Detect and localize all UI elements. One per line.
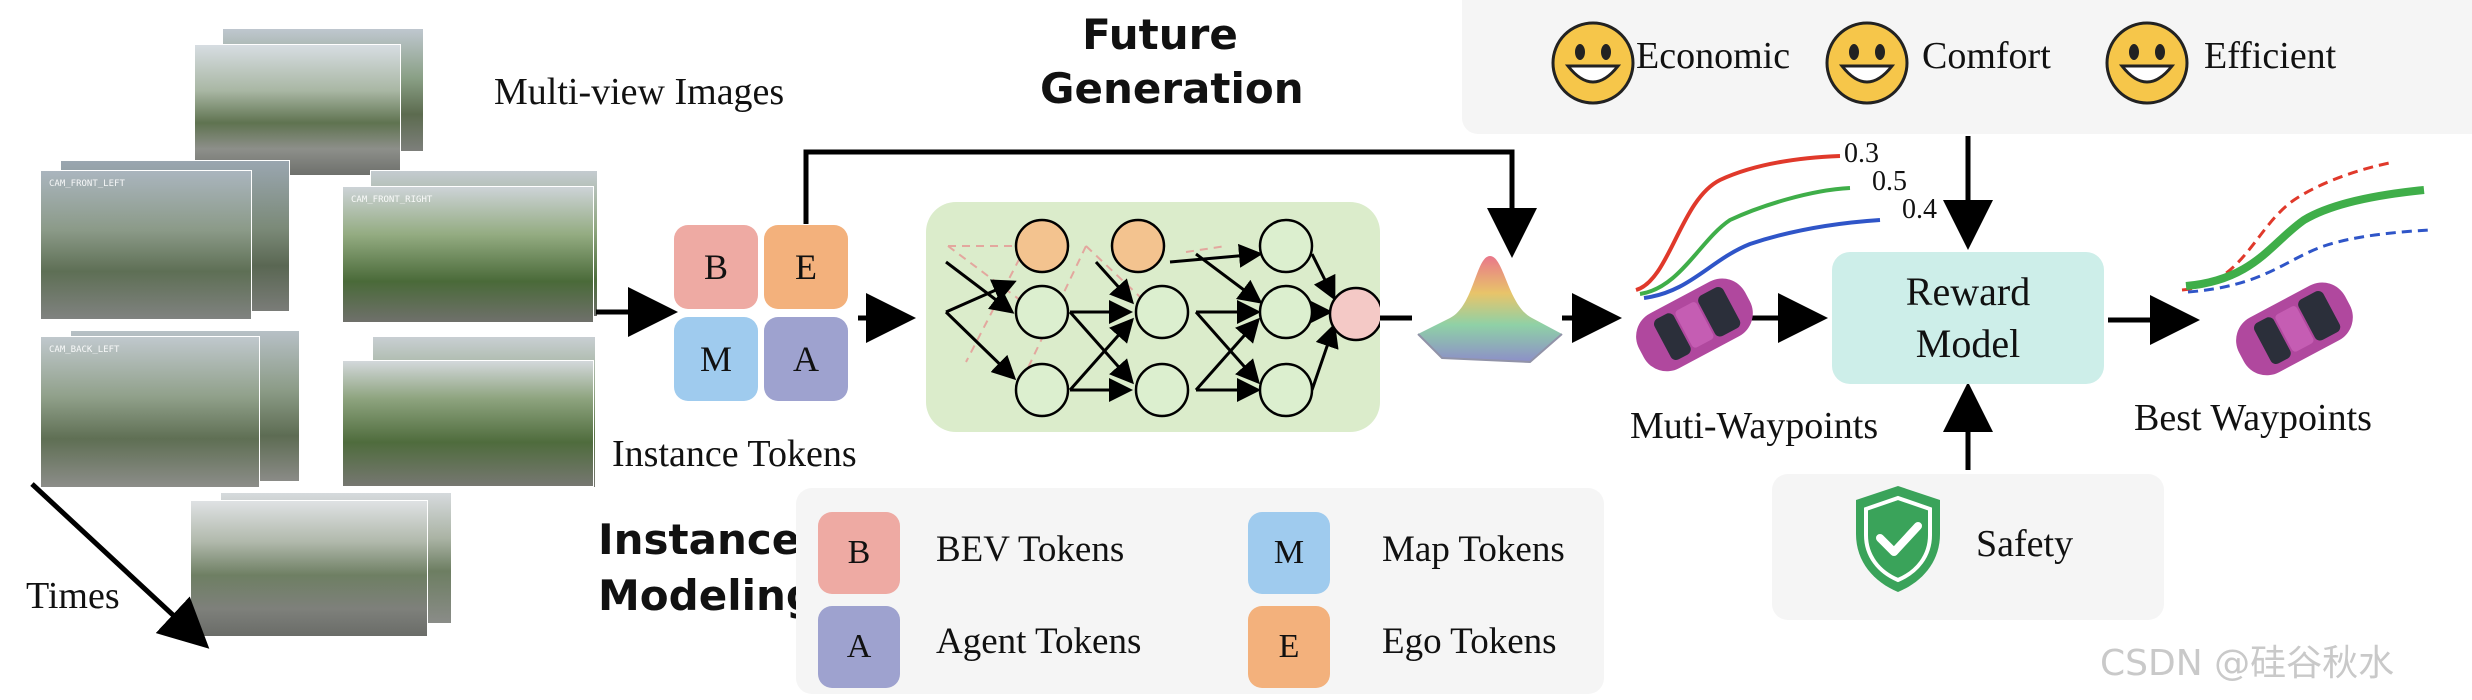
criterion-economic: Economic [1550,20,1790,111]
instance-modeling-title: Instance Modeling [598,512,816,624]
car-icon [2236,282,2353,376]
trajectory-score: 0.4 [1902,194,1937,225]
trajectory-score: 0.3 [1844,140,1879,169]
camera-image-back-right [342,360,594,487]
multi-waypoints-label: Muti-Waypoints [1630,405,1879,447]
token-m: M [674,317,758,401]
legend-letter: E [1278,628,1300,665]
distribution-surface-icon [1417,256,1563,364]
solid-links [944,243,1339,402]
reward-model-line1: Reward [1905,269,2031,314]
instance-modeling-line2: Modeling [598,571,816,620]
legend-label-bev: BEV Tokens [936,529,1125,570]
legend-token-m: M [1248,512,1330,594]
token-b: B [674,225,758,309]
criterion-label: Economic [1636,35,1791,77]
legend-panel [796,488,1604,694]
legend-token-b: B [818,512,900,594]
multi-view-images-title: Multi-view Images [494,71,785,113]
legend-label-agent: Agent Tokens [936,621,1142,662]
camera-image-back-left: CAM_BACK_LEFT [40,336,260,488]
neural-network-diagram [944,218,1380,418]
token-letter: E [795,247,817,287]
reward-model-box: Reward Model [1832,252,2104,384]
smiley-icon [2105,21,2189,105]
best-waypoints-trajectories [2181,160,2431,376]
future-generation-line2: Generation [1040,64,1304,113]
legend-letter: A [846,628,872,665]
camera-image-front [194,44,401,176]
camera-label: CAM_FRONT_LEFT [49,179,125,189]
token-letter: A [793,339,819,379]
future-generation-arrow [803,149,1537,258]
camera-label: CAM_BACK_LEFT [49,345,120,355]
future-generation-title: Future Generation [1040,8,1304,116]
best-waypoints-label: Best Waypoints [2134,397,2372,439]
criterion-label: Efficient [2204,35,2337,77]
camera-image-back [190,500,428,637]
legend-letter: M [1273,534,1305,571]
legend-letter: B [847,534,871,571]
camera-label: CAM_FRONT_RIGHT [351,195,433,205]
times-label: Times [26,575,120,617]
times-arrow [30,482,210,649]
criterion-efficient: Efficient [2104,20,2336,111]
multi-waypoints-trajectories: 0.3 0.5 0.4 [1635,140,1937,372]
safety-label: Safety [1976,523,2074,565]
criterion-label: Comfort [1922,35,2051,77]
token-letter: B [703,247,728,287]
camera-image-front-left: CAM_FRONT_LEFT [40,170,252,320]
legend-label-ego: Ego Tokens [1382,621,1557,662]
legend-token-a: A [818,606,900,688]
camera-image-front-right: CAM_FRONT_RIGHT [342,186,594,323]
safety-panel [1772,474,2164,620]
network-nodes [1014,218,1380,418]
token-a: A [764,317,848,401]
smiley-icon [1551,21,1635,105]
instance-modeling-line1: Instance [598,515,801,564]
instance-tokens-caption: Instance Tokens [612,433,857,475]
criterion-comfort: Comfort [1824,20,2051,111]
legend-label-map: Map Tokens [1382,529,1565,570]
token-e: E [764,225,848,309]
watermark: CSDN @硅谷秋水 [2100,643,2395,684]
reward-model-line2: Model [1915,321,2021,366]
shield-check-icon [1856,486,1940,592]
token-letter: M [699,339,732,379]
future-generation-line1: Future [1082,10,1238,59]
trajectory-score: 0.5 [1872,166,1907,197]
smiley-icon [1825,21,1909,105]
car-icon [1636,278,1753,372]
legend-token-e: E [1248,606,1330,688]
